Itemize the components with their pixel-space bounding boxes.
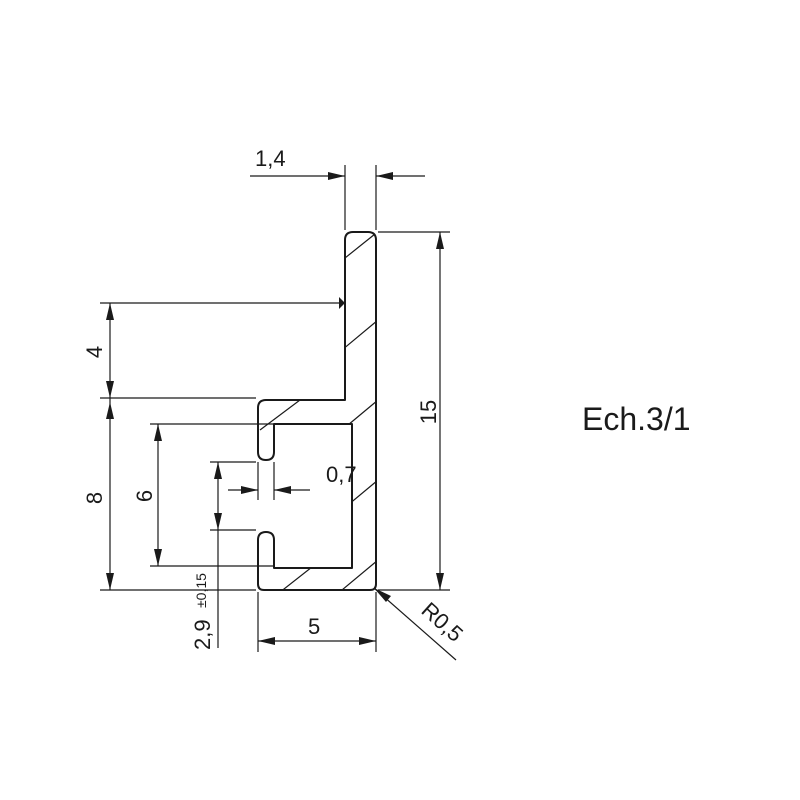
dim-label-1-4: 1,4: [255, 146, 286, 171]
dim-slot-height: 6: [132, 423, 274, 567]
scale-label: Ech.3/1: [582, 401, 691, 437]
dim-base-width: 5: [257, 592, 377, 652]
dim-lip-gap: 2,9 ±0,15: [190, 461, 256, 650]
dim-label-tolerance: ±0,15: [193, 573, 209, 608]
dim-label-2-9: 2,9: [190, 619, 215, 650]
dim-label-6: 6: [132, 490, 157, 502]
profile-outline: [257, 231, 377, 591]
dim-label-r0-5: R0,5: [417, 597, 468, 647]
dim-label-5: 5: [308, 614, 320, 639]
dim-slot-gap: 0,7: [228, 462, 357, 500]
dim-lower-height: 8: [82, 398, 256, 591]
dim-wall-thickness: 1,4: [250, 146, 425, 230]
dim-total-height: 15: [378, 231, 450, 591]
dim-label-4: 4: [82, 346, 107, 358]
dim-label-8: 8: [82, 492, 107, 504]
dim-corner-radius: R0,5: [373, 587, 468, 661]
dim-upper-offset: 4: [82, 297, 345, 399]
dim-label-0-7: 0,7: [326, 462, 357, 487]
dim-label-15: 15: [416, 400, 441, 424]
